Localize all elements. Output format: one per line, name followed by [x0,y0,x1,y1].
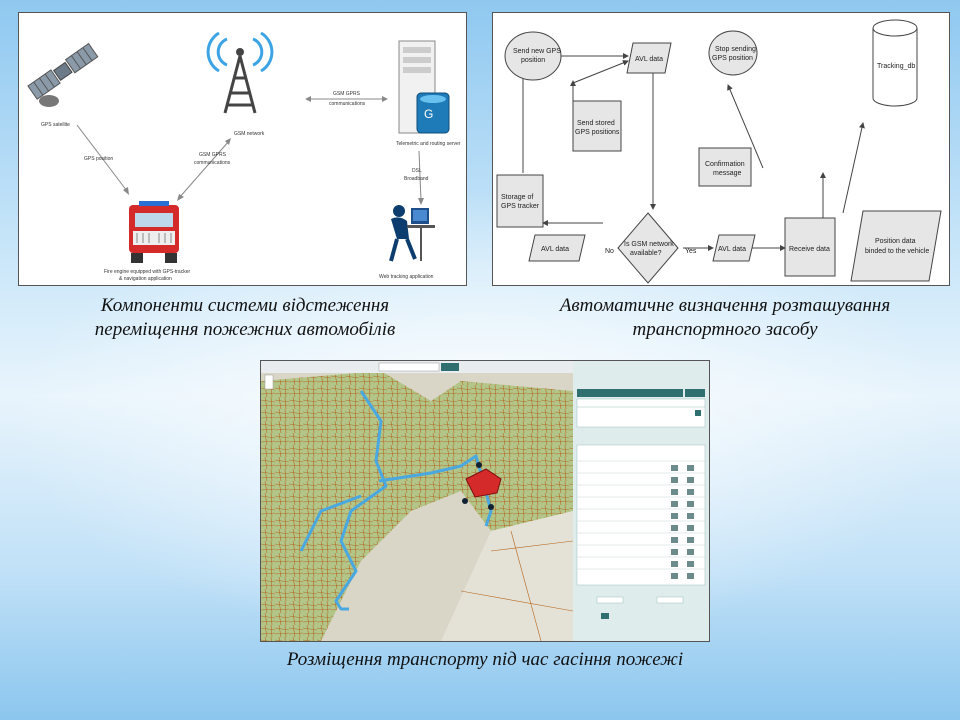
confirmation-text-1: Confirmation [705,161,745,168]
fire-engine-label-1: Fire engine equipped with GPS-tracker [104,269,190,275]
satellite-icon [27,42,99,107]
gsm-gprs-label-bottom-b: communications [194,160,231,166]
fire-zone-icon [465,468,502,498]
confirmation-node [698,147,752,187]
send-stored-text-1: Send stored [577,120,615,127]
stop-sending-text-1: Stop sending [715,46,756,53]
confirmation-text-2: message [713,170,742,177]
flowchart-panel: Send new GPS position AVL data Stop send… [492,12,950,286]
fire-engine-icon [129,201,179,263]
tracking-db-text: Tracking_db [877,63,915,70]
components-caption-line2: переміщення пожежних автомобілів [94,319,396,340]
gsm-gprs-label-top-b: communications [329,101,366,107]
cell-tower-icon [206,31,274,114]
map-panel [260,360,710,642]
web-user-icon [389,205,435,262]
storage-text-1: Storage of [501,194,533,201]
position-data-text-1: Position data [875,238,916,245]
components-caption: Компоненти системи відстеження переміщен… [30,294,460,342]
avl-data-left-text: AVL data [541,246,569,253]
avl-data-top-text: AVL data [635,56,663,63]
system-components-diagram: GPS satellite GSM network G Telemetric a… [27,31,461,282]
avl-data-right-node [712,234,756,262]
vehicles-table [576,444,706,586]
position-data-text-2: binded to the vehicle [865,248,929,255]
tracking-db-node [872,19,918,107]
decision-text-1: Is GSM network [624,241,674,248]
send-stored-text-2: GPS positions [575,129,620,136]
avl-data-right-text: AVL data [718,246,746,253]
web-app-label: Web tracking application [379,274,434,280]
gsm-network-label: GSM network [234,131,265,137]
dsl-label-b: Broadband [404,176,429,182]
receive-data-text: Receive data [789,246,830,253]
system-components-panel: GPS satellite GSM network G Telemetric a… [18,12,467,286]
gsm-gprs-label-bottom: GSM GPRS [199,152,227,158]
server-icon: G [398,40,450,134]
svg-text:G: G [424,107,433,121]
gsm-decision-node [617,212,679,284]
send-stored-node [572,100,622,152]
fire-engine-label-2: & navigation application [119,276,172,282]
storage-node [496,174,544,228]
avl-data-left-node [528,234,586,262]
position-data-node [850,210,942,282]
flowchart-caption: Автоматичне визначення розташування тран… [500,294,950,342]
send-new-gps-node [504,31,562,81]
stop-sending-text-2: GPS position [712,55,753,62]
avl-data-top-node [626,42,672,74]
fire-route [299,390,493,611]
map-caption-line: Розміщення транспорту під час гасіння по… [286,649,684,670]
receive-data-node [784,217,836,277]
send-new-gps-text-1: Send new GPS [513,48,561,55]
tracking-map-screenshot [261,361,709,641]
decision-text-2: available? [630,250,662,257]
no-label: No [605,248,614,255]
dsl-label: DSL [412,168,422,174]
components-caption-line1: Компоненти системи відстеження [100,295,390,316]
gsm-gprs-label-top: GSM GPRS [333,91,361,97]
flowchart-caption-line2: транспортного засобу [632,319,818,340]
flowchart-caption-line1: Автоматичне визначення розташування [559,295,891,316]
yes-label: Yes [685,248,697,255]
gps-position-label: GPS position [84,156,113,162]
stop-sending-node [708,30,758,76]
send-new-gps-text-2: position [521,57,545,64]
avl-flowchart: Send new GPS position AVL data Stop send… [496,19,942,284]
zoom-control[interactable] [264,374,274,390]
map-caption: Розміщення транспорту під час гасіння по… [200,648,770,672]
storage-text-2: GPS tracker [501,203,540,210]
gps-satellite-label: GPS satellite [41,122,70,128]
server-label: Telemetric and routing server [396,141,461,147]
